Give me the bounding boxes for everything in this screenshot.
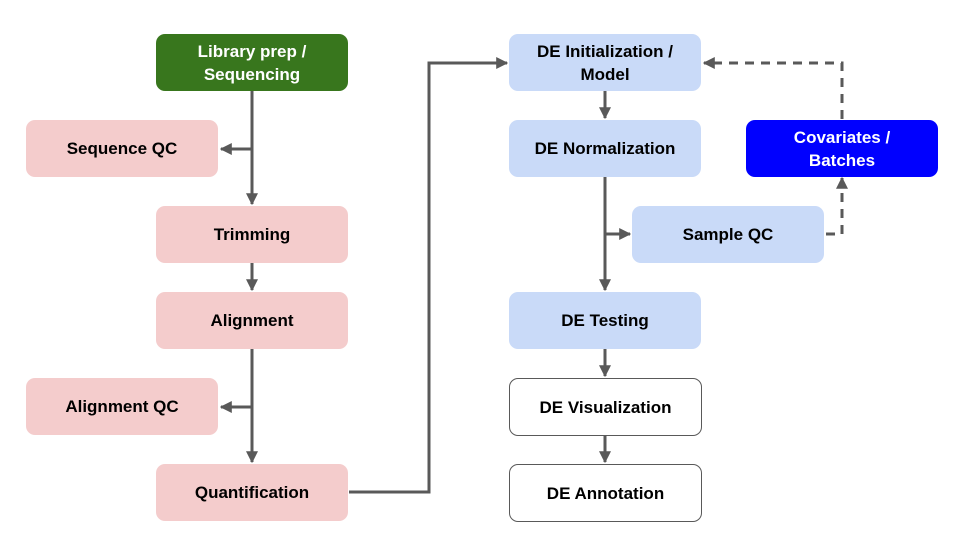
node-de-visualization: DE Visualization [509,378,702,436]
node-de-initialization: DE Initialization / Model [509,34,701,91]
node-quantification: Quantification [156,464,348,521]
node-sample-qc: Sample QC [632,206,824,263]
node-alignment-qc: Alignment QC [26,378,218,435]
node-sequence-qc: Sequence QC [26,120,218,177]
node-library-prep: Library prep / Sequencing [156,34,348,91]
node-covariates-batches: Covariates / Batches [746,120,938,177]
node-de-testing: DE Testing [509,292,701,349]
node-alignment: Alignment [156,292,348,349]
edge-covariates-deinit [702,57,844,119]
node-trimming: Trimming [156,206,348,263]
node-de-annotation: DE Annotation [509,464,702,522]
edge-quantification-deinit [349,57,509,494]
edge-sampleqc-covariates [826,176,848,236]
node-de-normalization: DE Normalization [509,120,701,177]
